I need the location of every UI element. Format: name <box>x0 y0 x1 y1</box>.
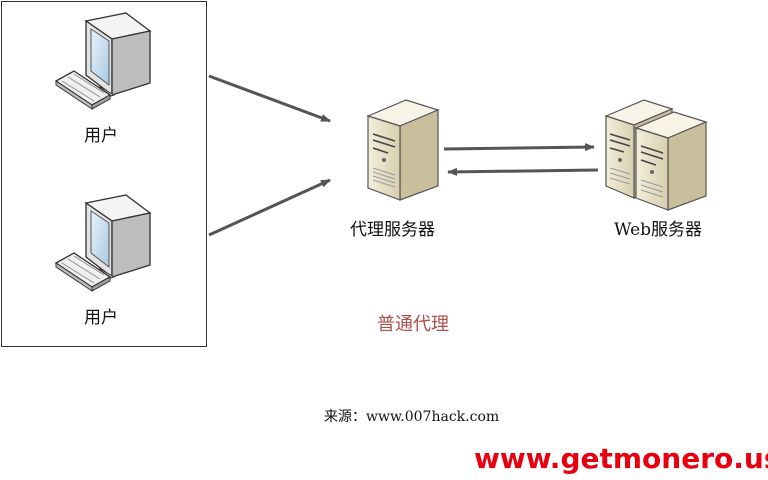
arrow-user-to-proxy <box>208 74 331 123</box>
source-credit: 来源：www.007hack.com <box>324 409 500 425</box>
server-icon <box>366 99 440 201</box>
diagram-title: 普通代理 <box>377 314 449 335</box>
arrow-proxy-to-web <box>443 143 595 152</box>
web-server-label: Web服务器 <box>614 220 703 240</box>
user-label: 用户 <box>84 126 118 146</box>
server-icon <box>634 111 708 211</box>
user-group-box <box>1 1 207 347</box>
watermark-text: www.getmonero.us <box>474 442 768 475</box>
arrow-user-to-proxy <box>208 178 331 237</box>
computer-icon <box>54 12 152 110</box>
proxy-server-label: 代理服务器 <box>350 220 435 240</box>
computer-icon <box>54 194 152 292</box>
arrow-web-to-proxy <box>447 167 599 176</box>
user-label: 用户 <box>84 308 118 328</box>
